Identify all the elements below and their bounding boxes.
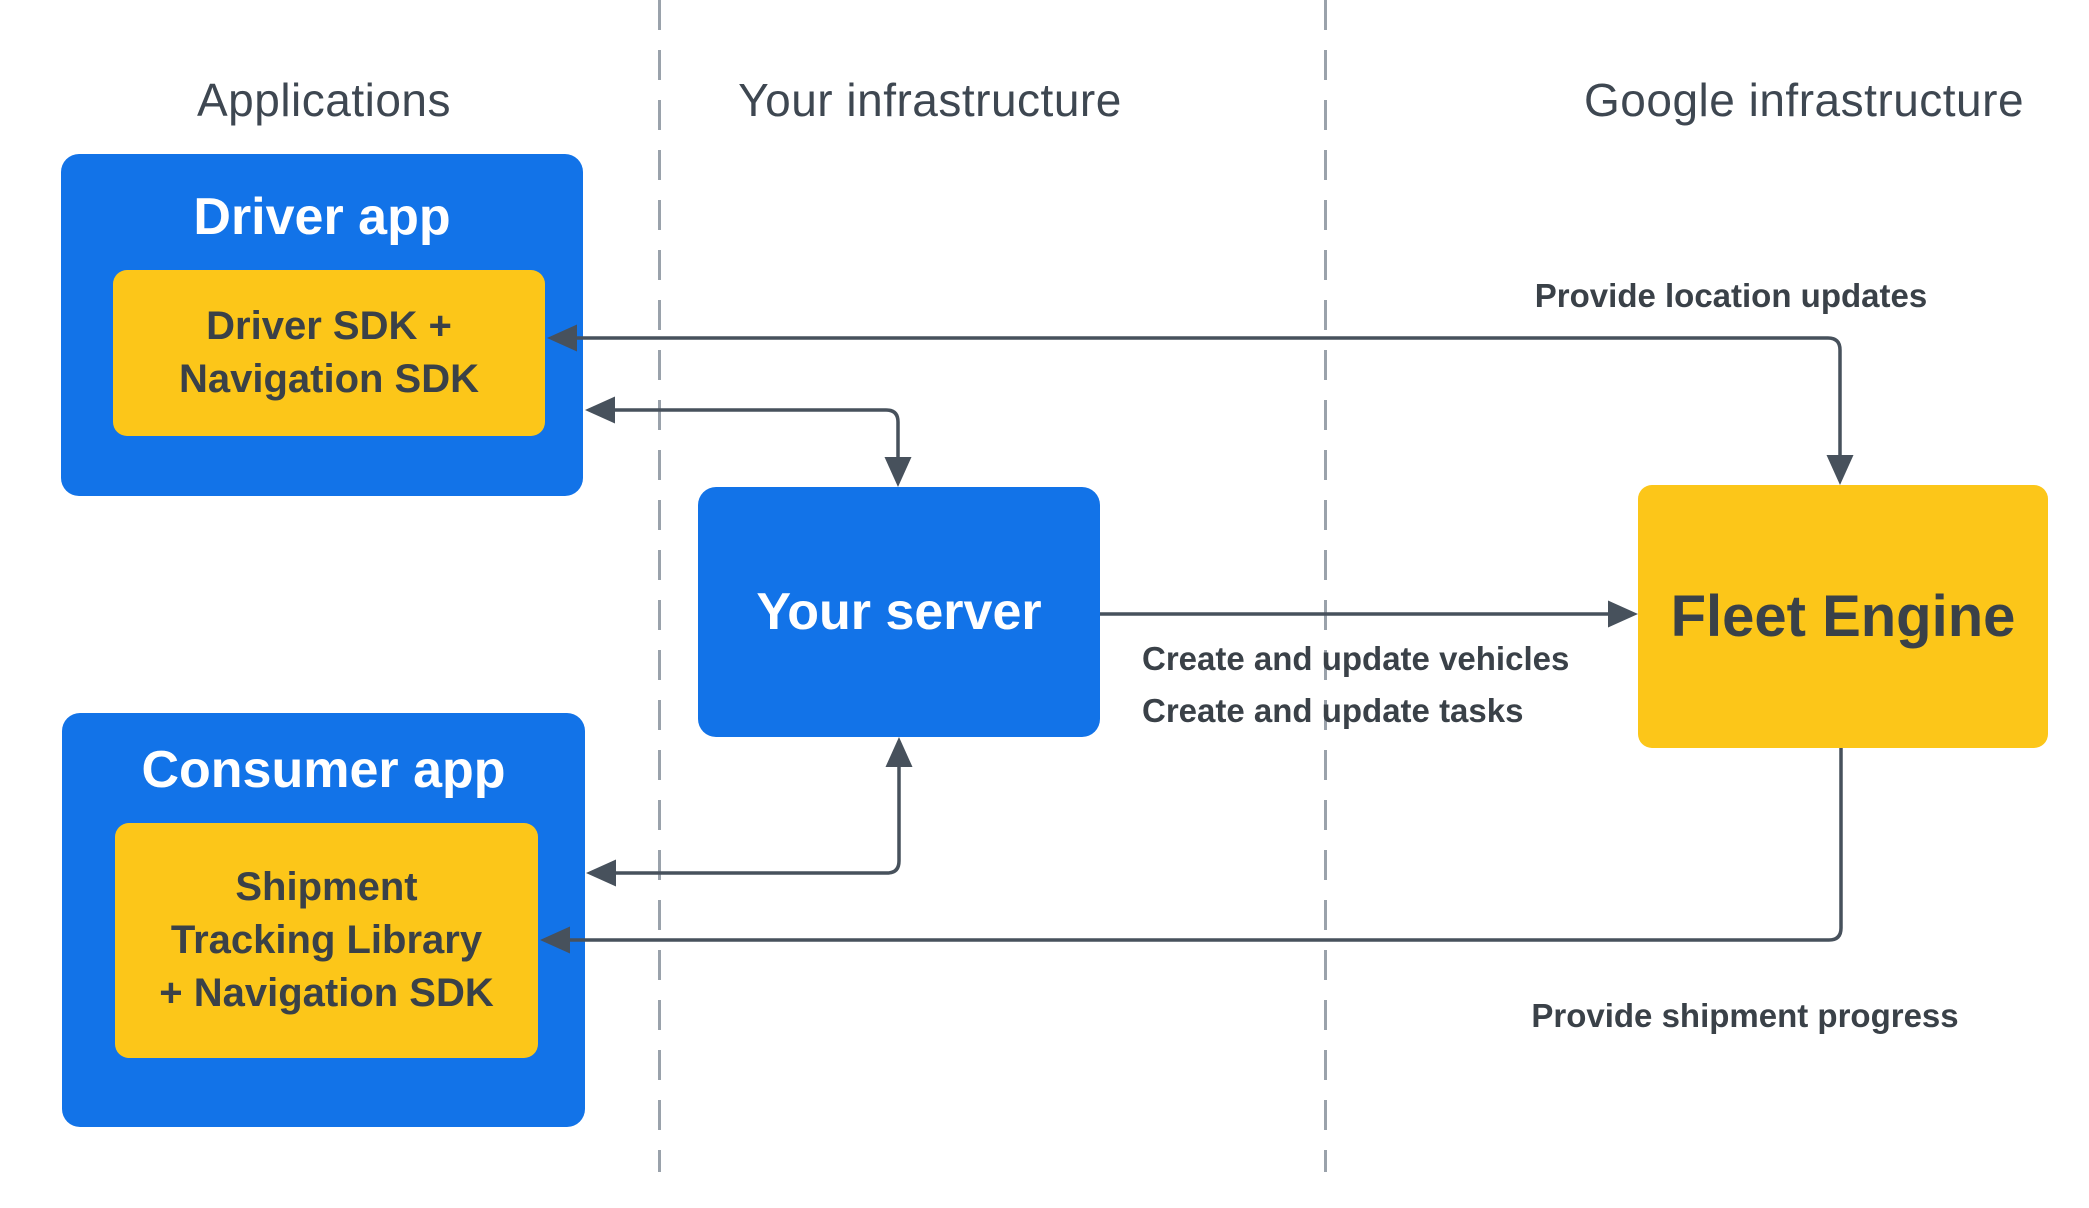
label-create-update-tasks: Create and update tasks <box>1142 692 1524 729</box>
label-provide-location-updates: Provide location updates <box>1534 277 1928 314</box>
driver-sdk-line1: Driver SDK + <box>206 303 452 348</box>
shipment-tracking-library-box: Shipment Tracking Library + Navigation S… <box>115 823 538 1058</box>
edge-consumer-app-your-server-path <box>609 762 901 875</box>
arrowhead-into-fleet-engine-top <box>1826 455 1854 485</box>
label-create-and-update: Create and update vehicles Create and up… <box>1142 633 1569 737</box>
arrowhead-into-driver-app <box>585 396 615 424</box>
edge-driver-sdk-fleet-engine <box>547 324 1854 485</box>
driver-sdk-label: Driver SDK + Navigation SDK <box>179 300 479 406</box>
fleet-engine-title: Fleet Engine <box>1670 584 2016 649</box>
column-header-google-infrastructure: Google infrastructure <box>1584 74 2025 126</box>
consumer-app-title: Consumer app <box>141 741 506 799</box>
arrowhead-into-consumer-app <box>586 859 616 887</box>
shipment-line1: Shipment <box>235 864 418 909</box>
fleet-engine-box: Fleet Engine <box>1638 485 2048 748</box>
edge-driver-sdk-fleet-engine-path <box>570 336 1842 462</box>
edge-fleet-engine-shipment-path <box>563 748 1843 942</box>
your-server-title: Your server <box>756 583 1042 641</box>
label-provide-shipment-progress: Provide shipment progress <box>1531 997 1959 1034</box>
edge-driver-app-your-server-path <box>608 408 900 464</box>
shipment-line3: + Navigation SDK <box>159 971 494 1016</box>
column-header-your-infrastructure: Your infrastructure <box>738 74 1122 126</box>
edge-your-server-fleet-engine <box>1100 600 1638 628</box>
driver-app-title: Driver app <box>193 188 451 246</box>
edge-consumer-app-your-server <box>586 737 913 887</box>
edge-fleet-engine-shipment <box>540 748 1843 954</box>
arrowhead-into-fleet-engine-left <box>1608 600 1638 628</box>
column-header-applications: Applications <box>196 74 452 126</box>
shipment-tracking-library-label: Shipment Tracking Library + Navigation S… <box>159 861 494 1021</box>
arrowhead-into-your-server-top <box>884 457 912 487</box>
driver-sdk-box: Driver SDK + Navigation SDK <box>113 270 545 436</box>
arrowhead-into-your-server-bottom <box>885 737 913 767</box>
driver-sdk-line2: Navigation SDK <box>178 357 480 401</box>
shipment-line2: Tracking Library <box>170 917 483 962</box>
your-server-box: Your server <box>698 487 1100 737</box>
edge-driver-app-your-server <box>585 396 912 487</box>
label-create-update-vehicles: Create and update vehicles <box>1142 640 1570 677</box>
